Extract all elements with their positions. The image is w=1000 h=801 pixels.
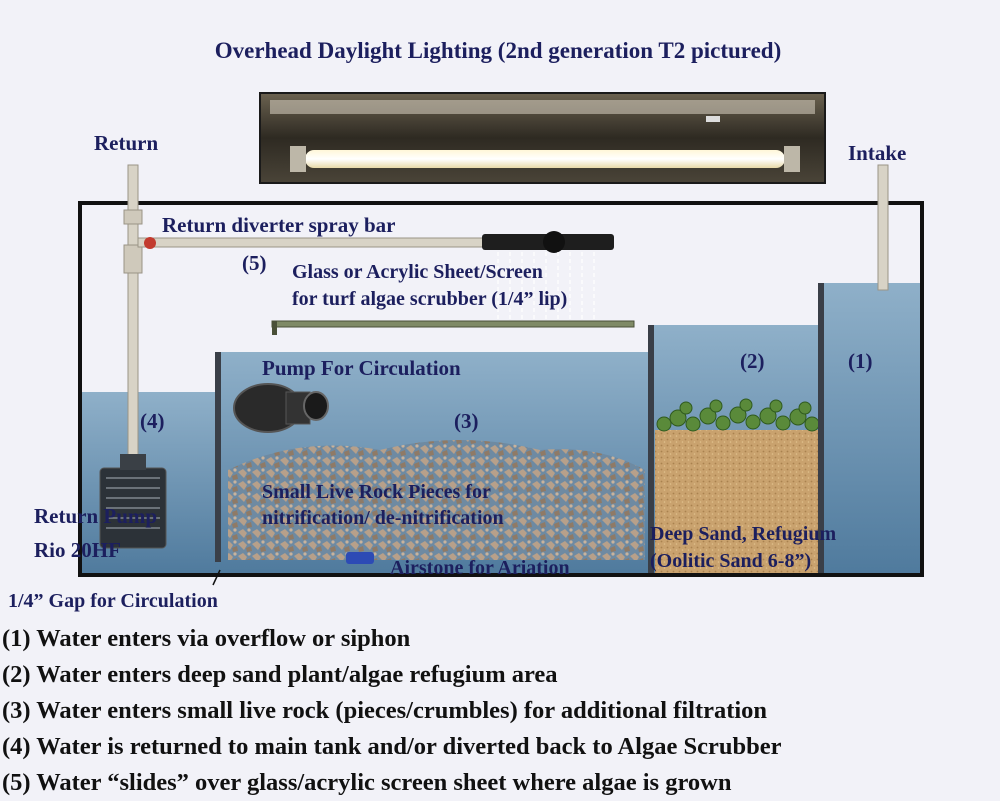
macro-algae — [656, 398, 820, 432]
baffle-right — [818, 283, 824, 575]
legend-item-2: (2) Water enters deep sand plant/algae r… — [2, 661, 558, 688]
marker-1: (1) — [848, 349, 873, 373]
refugium-diagram: Overhead Daylight Lighting (2nd generati… — [8, 38, 924, 612]
intake-pipe — [877, 164, 889, 291]
legend-item-3: (3) Water enters small live rock (pieces… — [2, 697, 768, 724]
algae-screen — [271, 320, 635, 335]
circulation-pump-icon — [233, 383, 329, 433]
label-rock-line2: nitrification/ de-nitrification — [262, 507, 504, 529]
label-rock-line1: Small Live Rock Pieces for — [262, 481, 491, 503]
spray-bar — [482, 231, 614, 325]
label-sand-line2: (Oolitic Sand 6-8”) — [650, 550, 811, 572]
live-rock-pile — [228, 440, 645, 560]
diverter-valve-icon — [144, 237, 156, 249]
baffle-left — [215, 352, 221, 562]
label-airstone: Airstone for Ariation — [390, 557, 570, 579]
sump-tank — [78, 201, 924, 577]
return-pump-icon — [99, 454, 167, 549]
fluorescent-tube — [305, 150, 785, 168]
label-screen-line2: for turf algae scrubber (1/4” lip) — [292, 288, 567, 310]
label-sand-line1: Deep Sand, Refugium — [650, 523, 836, 545]
label-gap: 1/4” Gap for Circulation — [8, 590, 218, 612]
deep-sand-bed — [655, 430, 820, 575]
gap-leader-line — [212, 569, 221, 586]
label-screen-line1: Glass or Acrylic Sheet/Screen — [292, 261, 543, 283]
label-intake: Intake — [848, 141, 906, 165]
marker-4: (4) — [140, 409, 165, 433]
marker-5: (5) — [242, 251, 267, 275]
label-return-pump-line2: Rio 20HF — [34, 538, 121, 562]
airstone-icon — [346, 552, 374, 564]
label-return: Return — [94, 131, 158, 155]
baffle-middle — [648, 325, 654, 575]
label-diverter: Return diverter spray bar — [162, 213, 396, 237]
legend-list: (1) Water enters via overflow or siphon … — [2, 621, 781, 801]
legend-item-4: (4) Water is returned to main tank and/o… — [2, 733, 782, 760]
page-title: Overhead Daylight Lighting (2nd generati… — [215, 38, 782, 63]
marker-2: (2) — [740, 349, 765, 373]
light-fixture — [259, 92, 826, 184]
label-circulation-pump: Pump For Circulation — [262, 356, 461, 380]
label-return-pump-line1: Return Pump — [34, 504, 157, 528]
marker-3: (3) — [454, 409, 479, 433]
legend-item-5: (5) Water “slides” over glass/acrylic sc… — [2, 769, 732, 796]
legend-item-1: (1) Water enters via overflow or siphon — [2, 625, 411, 652]
intake-chamber-water — [820, 283, 920, 575]
